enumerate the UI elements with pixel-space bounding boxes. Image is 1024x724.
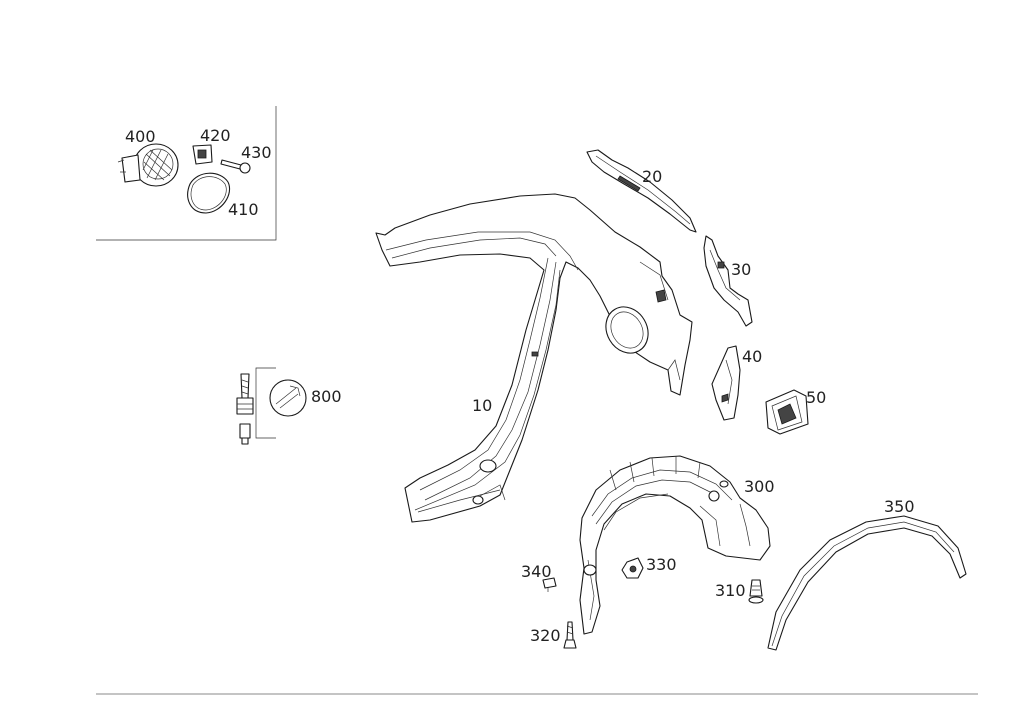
label-10: 10	[472, 396, 492, 415]
label-320: 320	[530, 626, 561, 645]
part-340-clip: 340	[521, 562, 557, 592]
label-400: 400	[125, 127, 156, 146]
part-410-seal-ring	[187, 172, 230, 214]
part-10-rear-side-panel: 10	[375, 193, 693, 523]
label-50: 50	[806, 388, 826, 407]
part-20-upper-reinforcement: 20	[586, 149, 697, 233]
part-50-fuel-filler-door: 50	[765, 388, 826, 435]
label-350: 350	[884, 497, 915, 516]
label-20: 20	[642, 167, 662, 186]
part-30-bracket: 30	[703, 235, 753, 327]
label-330: 330	[646, 555, 677, 574]
wrench-icon	[269, 379, 307, 417]
part-430-pin	[220, 159, 251, 174]
label-340: 340	[521, 562, 552, 581]
part-330-nut: 330	[621, 555, 677, 579]
label-300: 300	[744, 477, 775, 496]
part-400-fuel-filler-housing	[117, 143, 179, 187]
label-410: 410	[228, 200, 259, 219]
part-420-bracket	[192, 144, 213, 165]
part-320-screw: 320	[530, 621, 577, 649]
part-350-wheel-arch-trim: 350	[767, 497, 967, 651]
fuel-door-inset: 400 420 430 410	[96, 106, 277, 241]
label-420: 420	[200, 126, 231, 145]
part-800-bolt-set: 800	[236, 367, 342, 445]
part-310-push-clip: 310	[715, 579, 764, 604]
part-300-wheel-arch-liner: 300	[579, 455, 775, 635]
label-310: 310	[715, 581, 746, 600]
label-40: 40	[742, 347, 762, 366]
part-40-small-bracket: 40	[711, 345, 762, 421]
label-30: 30	[731, 260, 751, 279]
label-800: 800	[311, 387, 342, 406]
label-430: 430	[241, 143, 272, 162]
